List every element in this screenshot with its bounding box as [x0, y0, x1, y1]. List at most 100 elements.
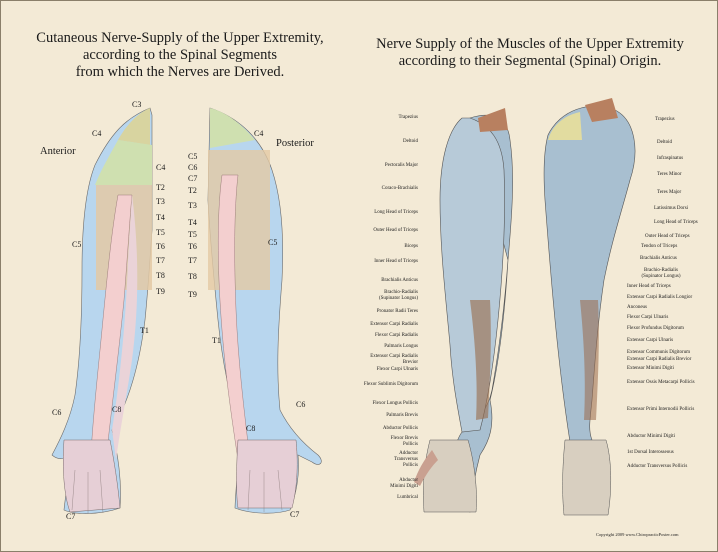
back-muscle-label: Outer Head of Triceps	[645, 234, 690, 239]
front-muscle-label: Brachialis Anticus	[381, 278, 418, 283]
back-muscle-label: Extensor Carpi Ulnaris	[627, 338, 674, 343]
front-muscle-label: Flexor Longus Pollicis	[372, 401, 418, 406]
posterior-segment-c5: C5	[268, 238, 278, 247]
muscle-title: Nerve Supply of the Muscles of the Upper…	[350, 36, 710, 70]
posterior-segment-t3: T3	[188, 201, 197, 210]
posterior-segment-c4-shoulder: C4	[254, 129, 264, 138]
posterior-segment-t6: T6	[188, 242, 197, 251]
posterior-segment-c7-hand: C7	[290, 510, 300, 519]
anterior-segment-c4: C4	[156, 163, 166, 172]
anterior-segment-t7: T7	[156, 256, 165, 265]
posterior-segment-t8: T8	[188, 272, 197, 281]
back-muscle-label: 1st Dorsal Interosseous	[627, 450, 674, 455]
cutaneous-title-line-3: from which the Nerves are Derived.	[75, 64, 285, 80]
back-muscle-arm-illustration	[543, 98, 636, 516]
posterior-segment-t7: T7	[188, 256, 197, 265]
muscle-title-line-2: according to their Segmental (Spinal) Or…	[398, 53, 662, 69]
front-muscle-label: (Supinator Longus)	[378, 296, 418, 301]
posterior-segment-t4: T4	[188, 218, 197, 227]
back-muscle-label: (Supinator Longus)	[641, 274, 681, 279]
back-muscle-label: Extensor Ossis Metacarpi Pollicis	[627, 380, 695, 385]
posterior-segment-t2: T2	[188, 186, 197, 195]
posterior-segment-c7: C7	[188, 174, 198, 183]
posterior-segment-t1: T1	[212, 336, 221, 345]
front-muscle-label: Pronator Radii Teres	[376, 309, 418, 314]
posterior-segment-c5-top: C5	[188, 152, 198, 161]
posterior-segment-t5: T5	[188, 230, 197, 239]
back-muscle-label: Abductor Minimi Digiti	[627, 434, 676, 439]
front-muscle-label: Coraco-Brachialis	[381, 186, 418, 191]
back-muscle-label: Brachialis Anticus	[640, 256, 677, 261]
front-muscle-label: Minimi Digiti	[390, 484, 418, 489]
anterior-segment-t2: T2	[156, 183, 165, 192]
back-muscle-label: Extensor Primi Internodii Pollicis	[627, 407, 695, 412]
anterior-segment-t9: T9	[156, 287, 165, 296]
front-muscle-label: Flexor Carpi Radialis	[374, 333, 418, 338]
anterior-segment-t1: T1	[140, 326, 149, 335]
copyright-text: Copyright 2009 www.ChiropracticPoster.co…	[596, 532, 679, 537]
back-muscle-label: Adductor Transversus Pollicis	[627, 464, 688, 469]
anterior-view-label: Anterior	[40, 146, 76, 157]
back-muscle-label: Teres Major	[657, 190, 682, 195]
front-muscle-label: Trapezius	[398, 115, 418, 120]
back-muscle-label: Extensor Carpi Radialis Longior	[627, 295, 693, 300]
front-muscle-label: Flexor Brevis	[390, 436, 418, 441]
front-muscle-label: Lumbrical	[397, 495, 418, 500]
front-muscle-label: Extensor Carpi Radialis	[370, 322, 418, 327]
back-muscle-label: Inner Head of Triceps	[627, 284, 671, 289]
front-muscle-label: Flexor Carpi Ulnaris	[376, 367, 418, 372]
front-muscle-label: Pollicis	[402, 463, 418, 468]
back-muscle-label: Extensor Communis Digitorum	[627, 350, 691, 355]
muscle-title-line-1: Nerve Supply of the Muscles of the Upper…	[376, 36, 684, 52]
back-muscle-label: Infraspinatus	[657, 156, 684, 161]
front-muscle-label: Outer Head of Triceps	[373, 228, 418, 233]
posterior-segment-t9: T9	[188, 290, 197, 299]
back-muscle-label: Flexor Carpi Ulnaris	[627, 315, 669, 320]
back-muscle-label: Deltoid	[657, 140, 672, 145]
anterior-segment-c6: C6	[52, 408, 62, 417]
back-muscle-label: Flexor Profundus Digitorum	[627, 326, 684, 331]
front-muscle-label: Brevior	[402, 360, 418, 365]
back-muscle-label: Extensor Minimi Digiti	[627, 366, 674, 371]
anterior-segment-c5: C5	[72, 240, 82, 249]
cutaneous-title-line-1: Cutaneous Nerve-Supply of the Upper Extr…	[36, 30, 324, 46]
posterior-view-label: Posterior	[276, 138, 314, 149]
anterior-arm-illustration	[51, 107, 153, 514]
front-muscle-label: Extensor Carpi Radialis	[370, 354, 418, 359]
back-muscle-label: Brachio-Radialis	[644, 268, 678, 273]
back-muscle-label: Extensor Carpi Radialis Brevior	[627, 357, 692, 362]
anterior-segment-c3: C3	[132, 100, 142, 109]
front-muscle-label: Long Head of Triceps	[374, 210, 418, 215]
back-muscle-label: Tendon of Triceps	[641, 244, 678, 249]
anterior-segment-t5: T5	[156, 228, 165, 237]
cutaneous-title-line-2: according to the Spinal Segments	[82, 47, 278, 63]
anterior-segment-t4: T4	[156, 213, 165, 222]
anterior-segment-c4-shoulder: C4	[92, 129, 102, 138]
back-muscle-label: Anconeus	[627, 305, 647, 310]
front-muscle-label: Brachio-Radialis	[384, 290, 418, 295]
front-muscle-label: Flexor Sublimis Digitorum	[363, 382, 418, 387]
front-muscle-label: Deltoid	[403, 139, 418, 144]
anterior-segment-c7: C7	[66, 512, 76, 521]
anterior-segment-t8: T8	[156, 271, 165, 280]
back-muscle-label: Latissimus Dorsi	[654, 206, 689, 211]
front-muscle-arm-illustration	[414, 108, 513, 513]
posterior-segment-c8: C8	[246, 424, 256, 433]
back-muscle-label: Teres Minor	[657, 172, 682, 177]
front-muscle-label: Biceps	[404, 244, 418, 249]
cutaneous-title: Cutaneous Nerve-Supply of the Upper Extr…	[10, 30, 350, 81]
posterior-segment-c6: C6	[296, 400, 306, 409]
anterior-segment-c8: C8	[112, 405, 122, 414]
front-muscle-label: Pectoralis Major	[384, 163, 418, 168]
back-muscle-label: Trapezius	[655, 117, 675, 122]
front-muscle-label: Transversus	[394, 457, 418, 462]
front-muscle-label: Inner Head of Triceps	[374, 259, 418, 264]
front-muscle-label: Pollicis	[402, 442, 418, 447]
front-muscle-label: Palmaris Longus	[384, 344, 418, 349]
posterior-arm-illustration	[207, 107, 322, 514]
anterior-segment-t3: T3	[156, 197, 165, 206]
anterior-segment-t6: T6	[156, 242, 165, 251]
front-muscle-label: Palmaris Brevis	[386, 413, 418, 418]
posterior-segment-c6: C6	[188, 163, 198, 172]
